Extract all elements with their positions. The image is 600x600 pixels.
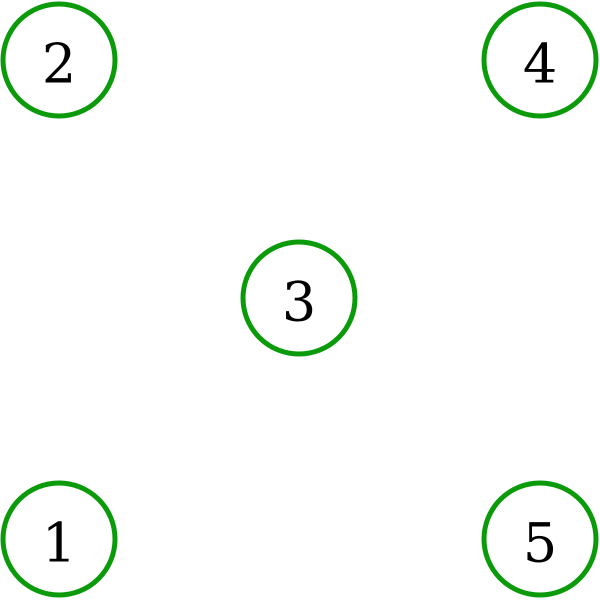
node-3-label: 3 [282,271,316,334]
node-3-circle [240,239,358,357]
node-3: 3 [240,239,358,357]
node-5-circle [481,480,599,598]
node-4-circle [481,1,599,119]
node-1-circle [0,480,118,598]
node-4: 4 [481,1,599,119]
node-4-label: 4 [523,33,557,96]
node-5-label: 5 [523,512,557,575]
node-2-label: 2 [42,33,76,96]
node-2: 2 [0,1,118,119]
node-5: 5 [481,480,599,598]
node-2-circle [0,1,118,119]
node-1: 1 [0,480,118,598]
node-1-label: 1 [42,512,76,575]
